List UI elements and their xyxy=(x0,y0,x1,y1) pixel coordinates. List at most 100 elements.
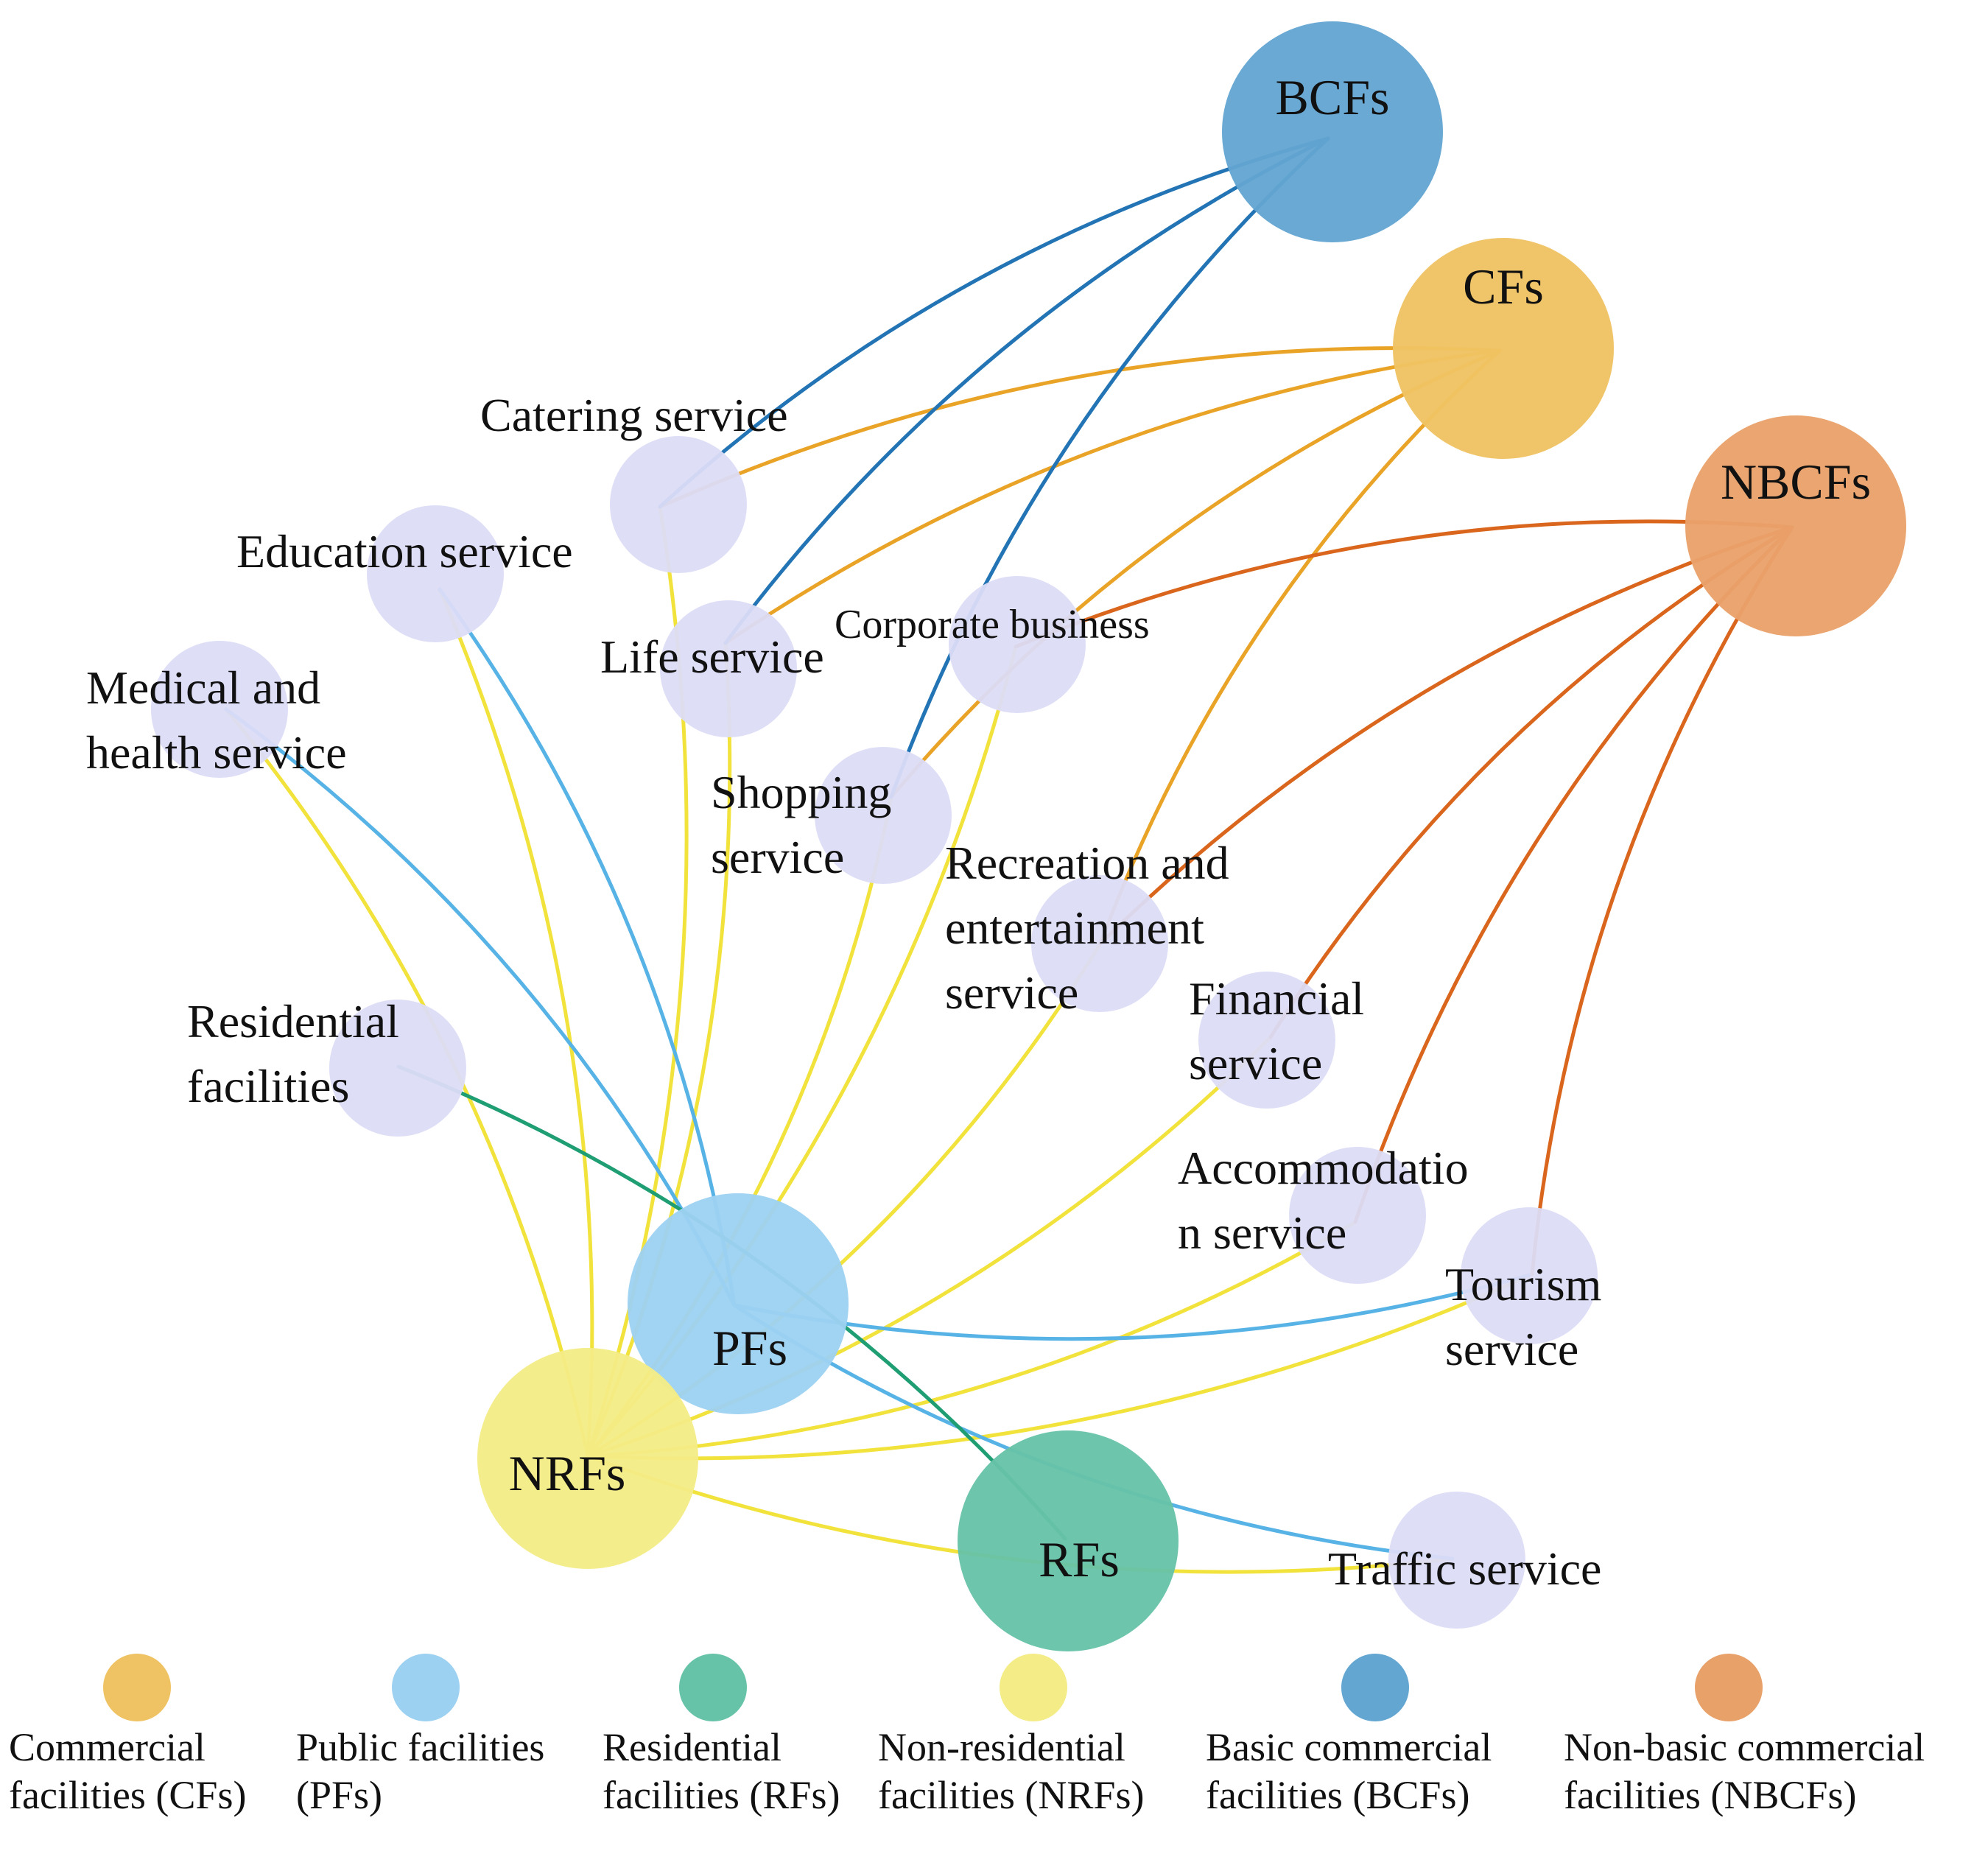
hub-label-pfs: PFs xyxy=(712,1320,787,1376)
legend-swatch-pfs xyxy=(392,1654,460,1721)
node-tourism xyxy=(1461,1207,1598,1344)
category-label-medical-line-1: Medical and xyxy=(86,661,320,714)
legend-label-pfs-line-2: (PFs) xyxy=(296,1773,382,1817)
category-label-medical: Medical and health service xyxy=(86,661,347,779)
legend-label-nbcfs-line-1: Non-basic commercial xyxy=(1564,1725,1925,1769)
hub-label-nrfs: NRFs xyxy=(509,1445,626,1501)
legend-label-pfs-line-1: Public facilities xyxy=(296,1725,544,1769)
hub-pfs xyxy=(628,1193,849,1414)
category-label-accommodation: Accommodatio n service xyxy=(1178,1142,1469,1259)
category-label-catering-line-1: Catering service xyxy=(480,389,788,441)
category-label-financial: Financial service xyxy=(1189,972,1364,1089)
category-label-shopping-line-1: Shopping xyxy=(711,766,891,818)
edge-nbcfs-corporate xyxy=(1014,519,1794,649)
hub-cfs xyxy=(1393,238,1614,459)
category-label-residential-line-1: Residential xyxy=(187,995,399,1047)
category-label-recreation-line-3: service xyxy=(945,966,1078,1019)
category-label-recreation-line-1: Recreation and xyxy=(945,837,1229,889)
legend-label-nrfs-line-2: facilities (NRFs) xyxy=(878,1773,1144,1817)
category-label-financial-line-1: Financial xyxy=(1189,972,1364,1025)
legend-swatch-bcfs xyxy=(1341,1654,1409,1721)
edge-pfs-medical xyxy=(224,707,737,1307)
legend-swatch-nbcfs xyxy=(1695,1654,1763,1721)
category-label-traffic: Traffic service xyxy=(1328,1542,1601,1595)
node-accommodation xyxy=(1289,1147,1426,1284)
category-label-residential-line-2: facilities xyxy=(187,1060,349,1112)
category-label-shopping-line-2: service xyxy=(711,831,844,883)
legend-swatch-cfs xyxy=(103,1654,171,1721)
legend-label-rfs-line-1: Residential xyxy=(603,1725,781,1769)
legend-label-pfs: Public facilities(PFs) xyxy=(296,1725,544,1817)
edge-bcfs-catering xyxy=(658,136,1330,509)
node-recreation xyxy=(1031,875,1168,1012)
category-label-traffic-line-1: Traffic service xyxy=(1328,1542,1601,1595)
node-shopping xyxy=(815,747,952,884)
category-label-tourism-line-1: Tourism xyxy=(1445,1258,1601,1310)
node-life xyxy=(660,600,797,737)
edge-cfs-shopping xyxy=(889,348,1502,799)
edge-nrfs-life xyxy=(586,641,732,1458)
edge-cfs-life xyxy=(723,348,1502,645)
hub-nbcfs xyxy=(1685,415,1906,636)
edge-nbcfs-tourism xyxy=(1530,525,1794,1277)
category-label-accommodation-line-2: n service xyxy=(1178,1207,1346,1259)
nodes-layer xyxy=(151,21,1906,1651)
edge-nbcfs-financial xyxy=(1268,525,1794,1039)
hub-label-nbcfs: NBCFs xyxy=(1721,454,1871,510)
edge-nbcfs-recreation xyxy=(1098,525,1794,946)
node-education xyxy=(367,505,504,642)
legend-label-cfs-line-1: Commercial xyxy=(9,1725,206,1769)
edge-cfs-recreation xyxy=(1098,348,1502,946)
hub-label-bcfs: BCFs xyxy=(1276,69,1390,125)
hub-rfs xyxy=(958,1430,1179,1651)
edge-bcfs-life xyxy=(723,136,1330,645)
category-label-financial-line-2: service xyxy=(1189,1037,1322,1089)
legend-label-bcfs-line-2: facilities (BCFs) xyxy=(1206,1773,1469,1817)
hub-label-rfs: RFs xyxy=(1039,1531,1120,1587)
category-label-corporate: Corporate business xyxy=(835,602,1150,647)
node-corporate xyxy=(949,576,1086,713)
edge-nrfs-accommodation xyxy=(586,1220,1357,1458)
edge-nrfs-financial xyxy=(586,1035,1273,1458)
edge-nrfs-tourism xyxy=(586,1272,1534,1461)
hub-nrfs xyxy=(477,1348,698,1569)
category-label-residential: Residential facilities xyxy=(187,995,399,1112)
category-label-life-line-1: Life service xyxy=(600,631,824,683)
category-label-tourism-line-2: service xyxy=(1445,1323,1578,1375)
hub-label-cfs: CFs xyxy=(1463,259,1544,315)
category-label-medical-line-2: health service xyxy=(86,726,347,779)
legend-label-bcfs-line-1: Basic commercial xyxy=(1206,1725,1492,1769)
edge-pfs-education xyxy=(438,587,737,1307)
category-label-catering: Catering service xyxy=(480,389,788,441)
legend-label-cfs-line-2: facilities (CFs) xyxy=(9,1773,246,1817)
legend-label-rfs-line-2: facilities (RFs) xyxy=(603,1773,840,1817)
edge-nbcfs-accommodation xyxy=(1353,525,1794,1224)
legend-swatch-rfs xyxy=(679,1654,747,1721)
category-label-shopping: Shopping service xyxy=(711,766,891,883)
node-traffic xyxy=(1388,1492,1525,1629)
category-label-life: Life service xyxy=(600,631,824,683)
edge-bcfs-shopping xyxy=(889,136,1330,799)
legend-label-nbcfs-line-2: facilities (NBCFs) xyxy=(1564,1773,1856,1817)
category-label-corporate-line-1: Corporate business xyxy=(835,602,1150,647)
edge-nrfs-education xyxy=(438,587,594,1458)
node-residential xyxy=(329,1000,466,1137)
node-catering xyxy=(610,436,747,573)
category-label-tourism: Tourism service xyxy=(1445,1258,1601,1375)
legend-label-nrfs-line-1: Non-residential xyxy=(878,1725,1125,1769)
node-financial xyxy=(1198,972,1335,1109)
category-label-education-line-1: Education service xyxy=(236,525,573,577)
category-label-education: Education service xyxy=(236,525,573,577)
hub-bcfs xyxy=(1222,21,1443,242)
category-label-accommodation-line-1: Accommodatio xyxy=(1178,1142,1469,1194)
edge-cfs-catering xyxy=(658,346,1502,509)
